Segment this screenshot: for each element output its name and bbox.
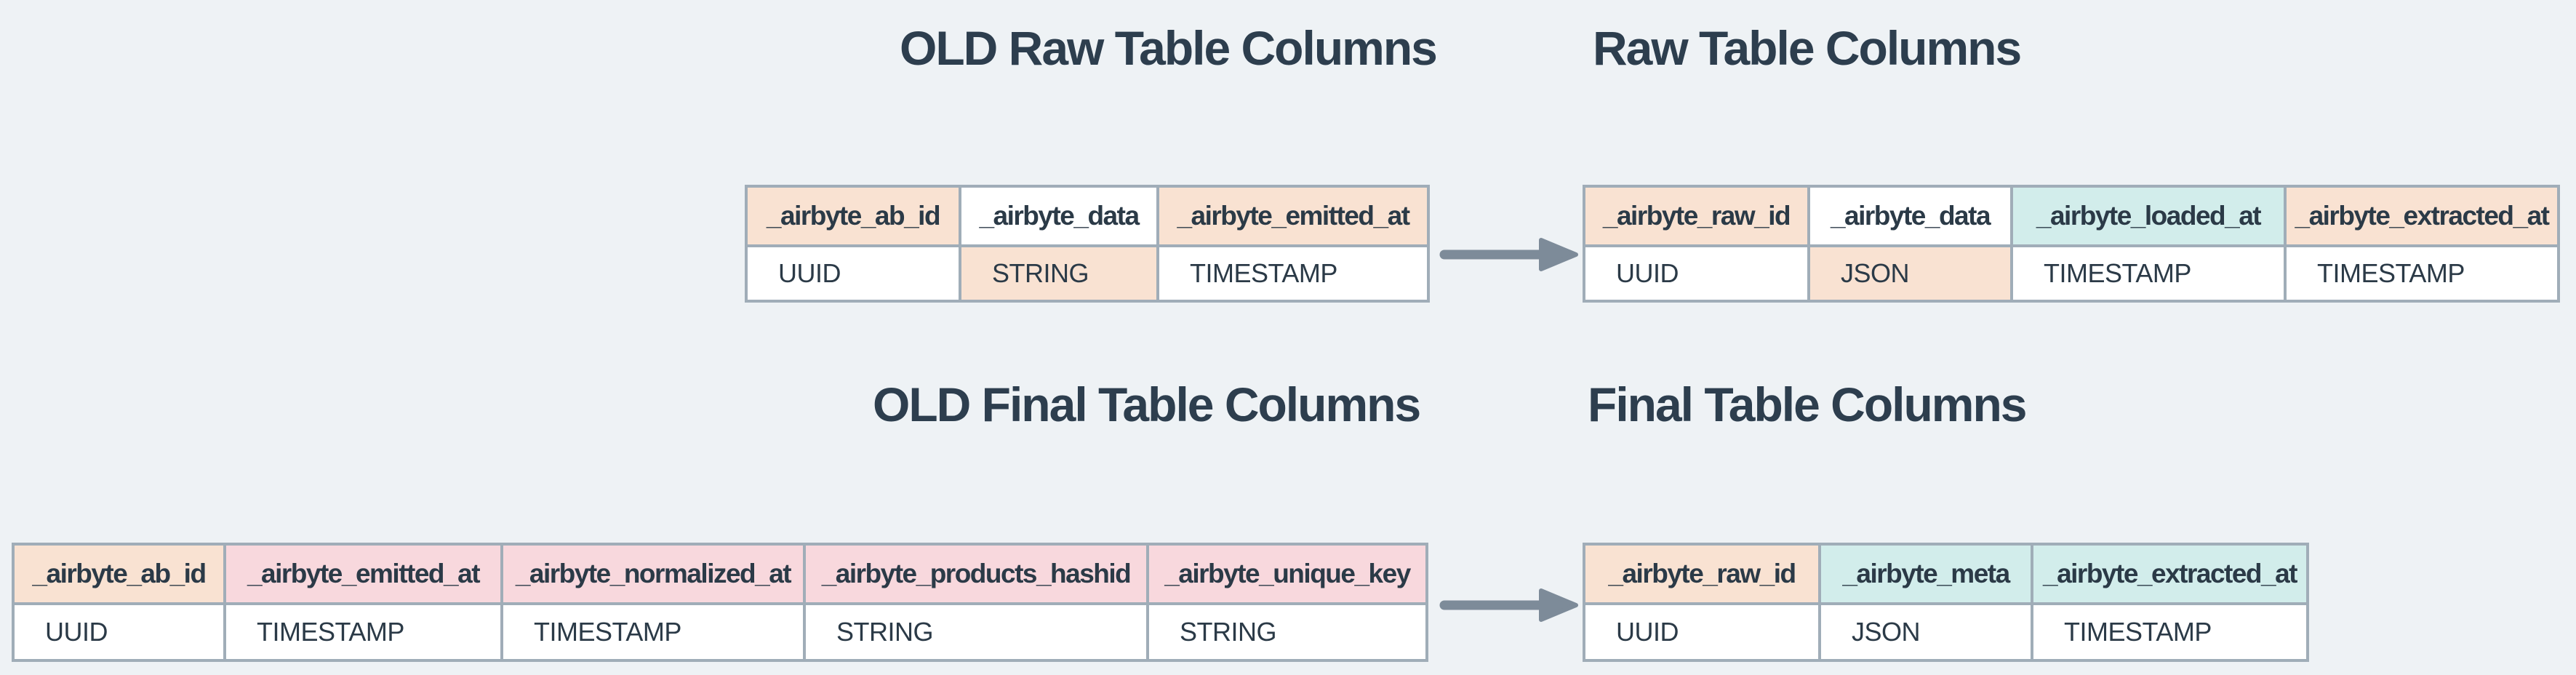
column-header: _airbyte_data (961, 188, 1156, 244)
column-header: _airbyte_raw_id (1585, 546, 1818, 602)
column-header: _airbyte_meta (1821, 546, 2031, 602)
column-header: _airbyte_loaded_at (2013, 188, 2284, 244)
final-table: _airbyte_raw_id _airbyte_meta _airbyte_e… (1583, 543, 2309, 662)
column-header: _airbyte_data (1810, 188, 2010, 244)
column-type: UUID (15, 605, 223, 659)
column-header: _airbyte_normalized_at (503, 546, 803, 602)
column-type: JSON (1810, 247, 2010, 300)
column-type: UUID (1585, 247, 1807, 300)
column-header: _airbyte_extracted_at (2287, 188, 2557, 244)
column-header: _airbyte_extracted_at (2033, 546, 2306, 602)
column-type: UUID (1585, 605, 1818, 659)
right-arrow-icon (1439, 588, 1578, 622)
column-type: STRING (1149, 605, 1425, 659)
column-header: _airbyte_raw_id (1585, 188, 1807, 244)
raw-table: _airbyte_raw_id _airbyte_data _airbyte_l… (1583, 185, 2560, 303)
old-raw-table-type-row: UUID STRING TIMESTAMP (748, 247, 1427, 300)
column-type: TIMESTAMP (226, 605, 500, 659)
final-table-title: Final Table Columns (1588, 378, 2028, 431)
right-arrow-icon (1439, 238, 1578, 271)
raw-table-header-row: _airbyte_raw_id _airbyte_data _airbyte_l… (1585, 188, 2557, 244)
old-final-table-title: OLD Final Table Columns (873, 378, 1421, 431)
raw-table-title: Raw Table Columns (1593, 21, 2022, 75)
column-type: TIMESTAMP (503, 605, 803, 659)
old-raw-table-header-row: _airbyte_ab_id _airbyte_data _airbyte_em… (748, 188, 1427, 244)
column-type: UUID (748, 247, 959, 300)
raw-table-type-row: UUID JSON TIMESTAMP TIMESTAMP (1585, 247, 2557, 300)
old-final-table-header-row: _airbyte_ab_id _airbyte_emitted_at _airb… (15, 546, 1425, 602)
column-header: _airbyte_ab_id (15, 546, 223, 602)
column-type: TIMESTAMP (2287, 247, 2557, 300)
column-header: _airbyte_products_hashid (806, 546, 1146, 602)
old-final-table: _airbyte_ab_id _airbyte_emitted_at _airb… (12, 543, 1428, 662)
final-table-header-row: _airbyte_raw_id _airbyte_meta _airbyte_e… (1585, 546, 2306, 602)
column-header: _airbyte_unique_key (1149, 546, 1425, 602)
column-type: STRING (961, 247, 1156, 300)
column-type: TIMESTAMP (2013, 247, 2284, 300)
column-type: JSON (1821, 605, 2031, 659)
old-final-table-type-row: UUID TIMESTAMP TIMESTAMP STRING STRING (15, 605, 1425, 659)
old-raw-table-title: OLD Raw Table Columns (900, 21, 1438, 75)
column-header: _airbyte_emitted_at (226, 546, 500, 602)
final-table-type-row: UUID JSON TIMESTAMP (1585, 605, 2306, 659)
old-raw-table: _airbyte_ab_id _airbyte_data _airbyte_em… (745, 185, 1430, 303)
column-header: _airbyte_emitted_at (1159, 188, 1427, 244)
column-header: _airbyte_ab_id (748, 188, 959, 244)
column-type: TIMESTAMP (2033, 605, 2306, 659)
column-type: TIMESTAMP (1159, 247, 1427, 300)
column-type: STRING (806, 605, 1146, 659)
